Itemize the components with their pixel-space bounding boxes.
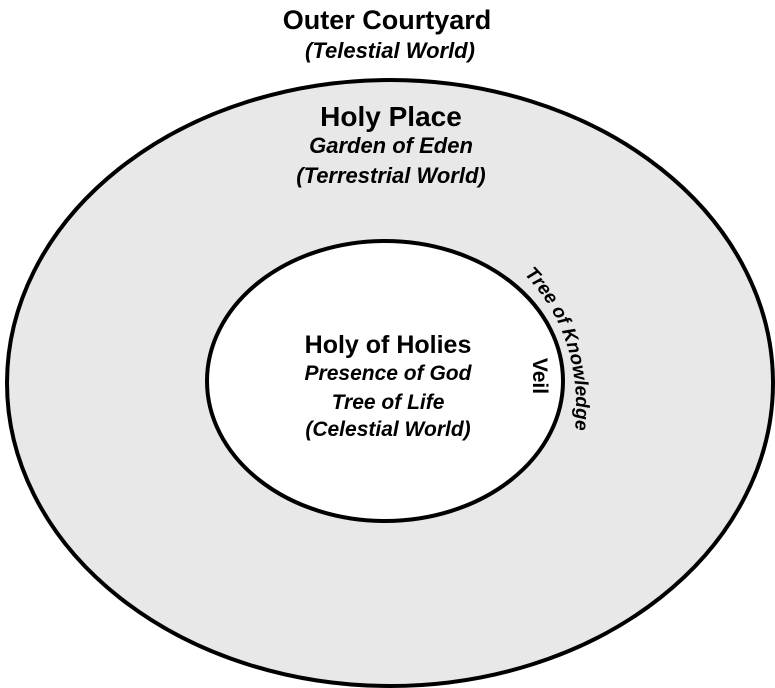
holy-of-holies-line2: Tree of Life <box>332 391 445 414</box>
holy-place-line2: (Terrestrial World) <box>296 163 485 188</box>
veil-label: Veil <box>528 358 551 394</box>
outer-courtyard-subtitle: (Telestial World) <box>305 38 475 63</box>
holy-place-title: Holy Place <box>320 101 462 132</box>
holy-of-holies-line1: Presence of God <box>305 362 473 385</box>
outer-courtyard-title: Outer Courtyard <box>283 5 492 35</box>
holy-of-holies-ellipse <box>205 239 565 523</box>
holy-place-line1: Garden of Eden <box>309 133 473 158</box>
holy-of-holies-line3: (Celestial World) <box>305 418 470 441</box>
holy-of-holies-title: Holy of Holies <box>305 331 472 359</box>
